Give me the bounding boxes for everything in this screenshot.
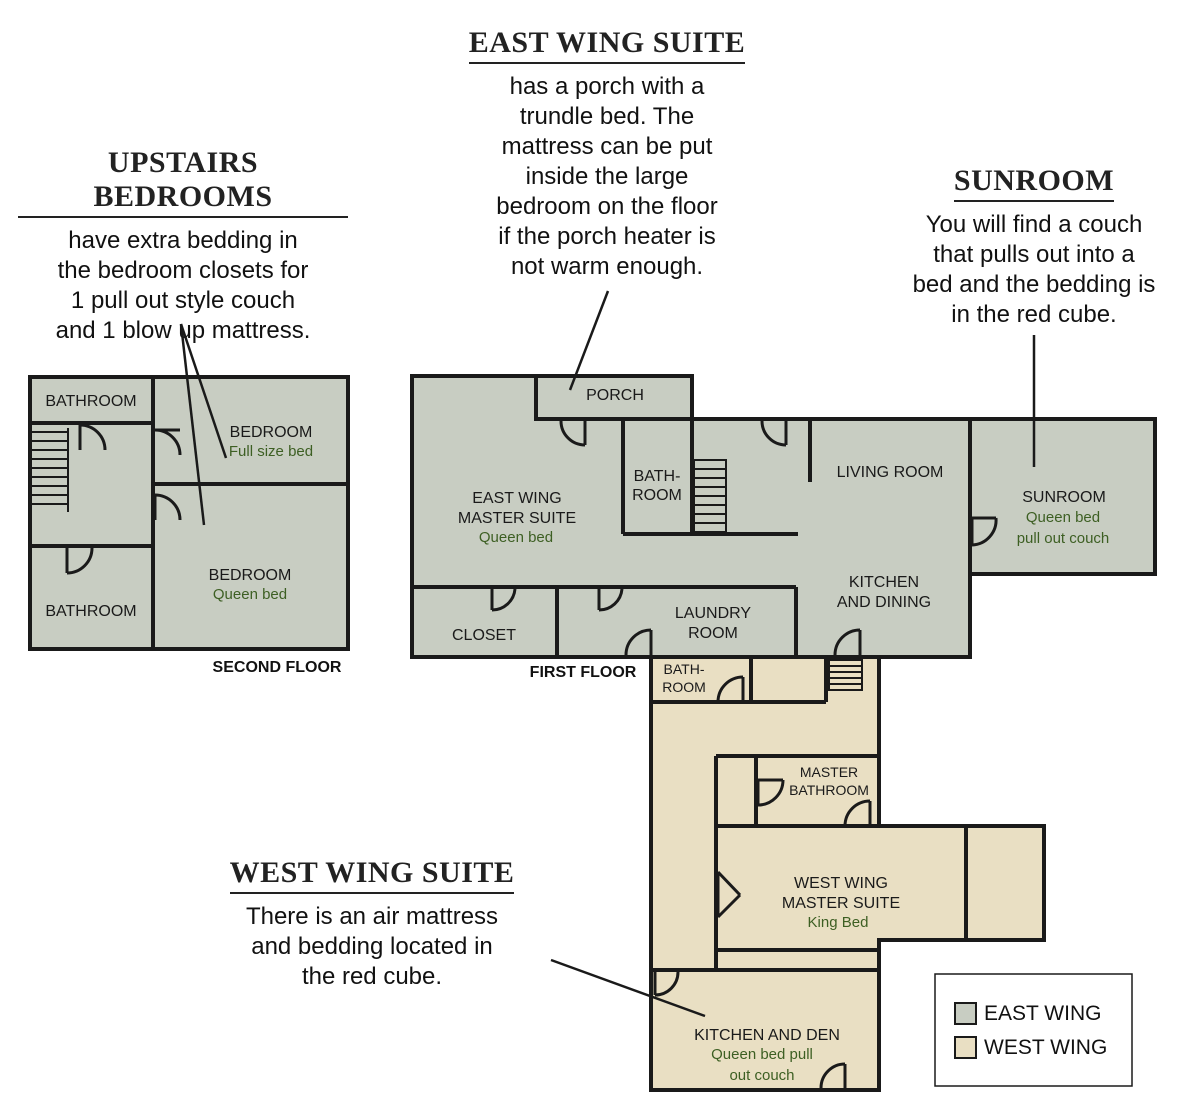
note-east-wing-line: bedroom on the floor: [496, 193, 718, 220]
floor-label: FIRST FLOOR: [530, 664, 637, 681]
note-east-wing-line: if the porch heater is: [498, 223, 716, 250]
west-wing-plan: BATH- ROOM MASTER BATHROOM WEST WING MAS…: [649, 655, 1046, 1092]
note-sunroom: SUNROOM You will find a couch that pulls…: [876, 164, 1192, 330]
bed-label: out couch: [729, 1067, 794, 1084]
leader-line: [179, 323, 206, 526]
door-icon: [154, 428, 182, 456]
note-upstairs-line: have extra bedding in: [68, 227, 298, 254]
note-west-wing-line: and bedding located in: [251, 933, 493, 960]
note-east-wing-title: EAST WING SUITE: [468, 26, 746, 64]
room-label: KITCHEN: [849, 574, 919, 591]
leader-line: [550, 958, 706, 1018]
note-east-wing-line: mattress can be put: [501, 133, 713, 160]
floor-label: SECOND FLOOR: [213, 659, 342, 676]
room-label: BATH-: [634, 468, 681, 485]
room-label: BATH-: [664, 661, 705, 677]
bed-label: Queen bed pull: [711, 1046, 813, 1063]
room-label: BATHROOM: [45, 603, 136, 620]
stairs-icon: [693, 459, 727, 533]
note-sunroom-line: You will find a couch: [925, 211, 1143, 238]
bed-label: King Bed: [808, 914, 869, 931]
room-label: ROOM: [662, 679, 706, 695]
leader-line: [179, 323, 228, 459]
door-icon: [833, 628, 862, 656]
room-label: ROOM: [632, 487, 682, 504]
stairs-icon: [30, 428, 69, 512]
west-wing-area: [649, 655, 1046, 1092]
room-label: LAUNDRY: [675, 605, 752, 622]
room-label: BATHROOM: [45, 393, 136, 410]
stairs-icon: [828, 659, 863, 691]
note-sunroom-line: in the red cube.: [951, 301, 1117, 328]
door-icon: [716, 675, 745, 703]
door-icon: [819, 1062, 847, 1089]
room-label: ROOM: [688, 625, 738, 642]
door-icon: [756, 778, 785, 807]
note-upstairs-line: 1 pull out style couch: [70, 287, 296, 314]
door-icon: [624, 628, 653, 656]
room-label: BEDROOM: [209, 567, 292, 584]
room-label: KITCHEN AND DEN: [694, 1027, 840, 1044]
legend-label-west: WEST WING: [984, 1036, 1107, 1059]
room-label: CLOSET: [452, 627, 516, 644]
room-label: SUNROOM: [1022, 489, 1106, 506]
note-west-wing-line: the red cube.: [301, 963, 443, 990]
second-floor-area: [28, 375, 350, 651]
room-label: PORCH: [586, 387, 644, 404]
room-label: MASTER: [800, 764, 858, 780]
note-sunroom-line: bed and the bedding is: [912, 271, 1156, 298]
door-icon: [597, 588, 624, 612]
door-icon: [153, 493, 182, 521]
bed-label: Queen bed: [479, 529, 553, 546]
legend-swatch-east: [954, 1002, 977, 1025]
legend: EAST WING WEST WING: [934, 973, 1133, 1087]
first-floor-plan: PORCH BATH- ROOM LIVING ROOM EAST WING M…: [410, 374, 1157, 681]
bed-label: Queen bed: [213, 586, 287, 603]
note-sunroom-line: that pulls out into a: [933, 241, 1135, 268]
note-east-wing: EAST WING SUITE has a porch with a trund…: [452, 26, 762, 282]
note-east-wing-line: inside the large: [525, 163, 689, 190]
door-icon: [490, 588, 517, 612]
room-label: LIVING ROOM: [837, 464, 944, 481]
door-icon: [65, 547, 94, 575]
note-west-wing: WEST WING SUITE There is an air mattress…: [212, 856, 532, 992]
room-label: MASTER SUITE: [782, 895, 900, 912]
door-icon: [970, 516, 998, 547]
bed-label: pull out couch: [1017, 530, 1110, 547]
note-east-wing-line: has a porch with a: [509, 73, 705, 100]
second-floor-plan: BATHROOM BEDROOM Full size bed BATHROOM …: [28, 375, 350, 676]
door-icon: [78, 423, 107, 451]
room-label: MASTER SUITE: [458, 510, 576, 527]
legend-swatch-west: [954, 1036, 977, 1059]
note-west-wing-line: There is an air mattress: [245, 903, 499, 930]
legend-box: [934, 973, 1133, 1087]
leader-lines: [179, 290, 1036, 1018]
door-icon: [653, 971, 680, 997]
leader-line: [568, 290, 610, 391]
note-upstairs-title: UPSTAIRS BEDROOMS: [18, 146, 348, 218]
room-label: WEST WING: [794, 875, 888, 892]
room-label: BEDROOM: [230, 424, 313, 441]
door-icon: [760, 420, 788, 447]
room-label: AND DINING: [837, 594, 931, 611]
door-icon: [843, 799, 872, 827]
door-icon: [559, 420, 587, 447]
note-sunroom-title: SUNROOM: [953, 164, 1115, 202]
note-upstairs: UPSTAIRS BEDROOMS have extra bedding in …: [18, 146, 348, 346]
room-label: EAST WING: [472, 490, 562, 507]
note-east-wing-line: trundle bed. The: [519, 103, 695, 130]
porch-area: [534, 374, 694, 421]
bed-label: Full size bed: [229, 443, 313, 460]
note-west-wing-title: WEST WING SUITE: [229, 856, 515, 894]
room-label: BATHROOM: [789, 782, 869, 798]
note-upstairs-line: the bedroom closets for: [57, 257, 309, 284]
note-east-wing-line: not warm enough.: [510, 253, 704, 280]
legend-label-east: EAST WING: [984, 1002, 1101, 1025]
door-icon: [716, 870, 742, 919]
bed-label: Queen bed: [1026, 509, 1100, 526]
